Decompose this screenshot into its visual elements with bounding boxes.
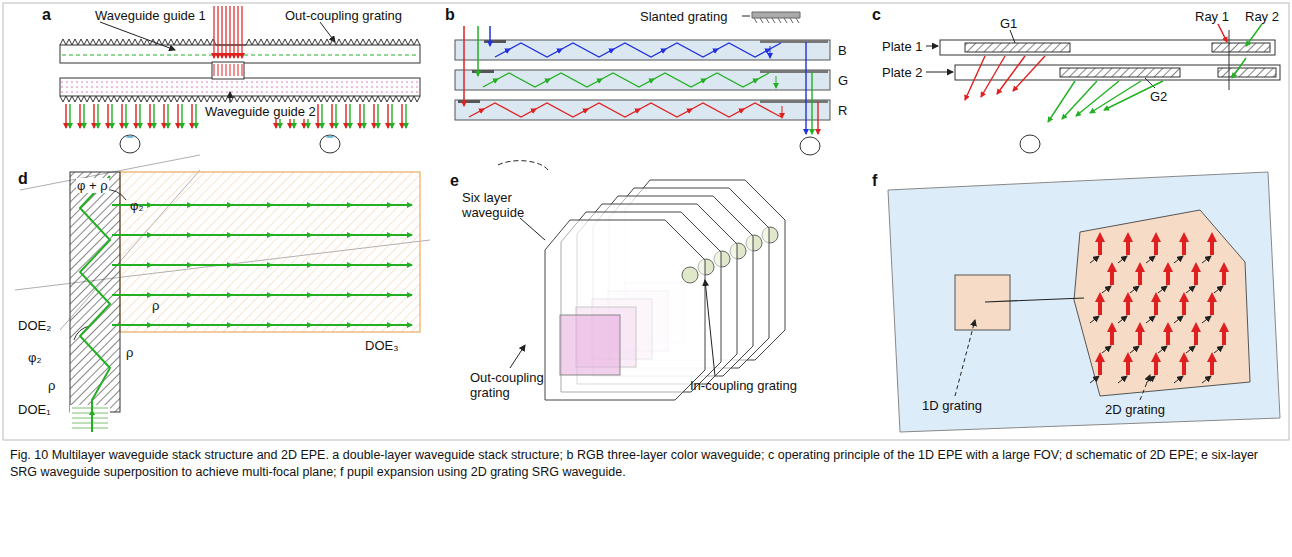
part-label: φ₂: [130, 198, 143, 213]
part-label: G1: [1000, 16, 1017, 31]
part-label: φ₂: [28, 350, 41, 365]
2d-epe-schematic: [15, 155, 430, 433]
part-label: DOE₂: [18, 318, 51, 333]
double-layer-waveguide: [60, 22, 420, 103]
part-label: Six layer waveguide: [462, 190, 542, 220]
figure-caption: Fig. 10 Multilayer waveguide stack struc…: [10, 447, 1282, 481]
part-label: ρ: [126, 345, 133, 360]
part-label: Slanted grating: [640, 9, 727, 24]
rgb-waveguide: [455, 12, 830, 155]
part-label: Waveguide guide 1: [95, 8, 206, 23]
six-layer-waveguide: [545, 180, 785, 400]
repeated-rays: [66, 6, 1224, 432]
part-label: Ray 2: [1245, 9, 1279, 24]
panel-letter: a: [42, 6, 51, 24]
panel-letter: d: [18, 170, 28, 188]
part-label: ρ: [152, 298, 159, 313]
part-label: Out-coupling grating: [470, 370, 562, 400]
e-leaders: [498, 161, 715, 376]
part-label: φ + ρ: [76, 178, 109, 193]
part-label: G2: [1150, 89, 1167, 104]
part-label: Out-coupling grating: [285, 8, 402, 23]
part-label: B: [838, 43, 847, 58]
part-label: In-coupling grating: [690, 378, 797, 393]
1d-epe: [926, 24, 1280, 153]
part-label: DOE₃: [365, 338, 398, 353]
2d-grating-waveguide: [888, 172, 1280, 432]
part-label: DOE₁: [18, 402, 51, 417]
part-label: 1D grating: [922, 398, 982, 413]
panel-letter: c: [872, 6, 881, 24]
figure-frame: [3, 3, 1289, 440]
part-label: G: [838, 73, 848, 88]
part-label: Plate 2: [882, 65, 922, 80]
part-label: Plate 1: [882, 39, 922, 54]
part-label: Ray 1: [1195, 9, 1229, 24]
part-label: ρ: [48, 378, 55, 393]
part-label: R: [838, 103, 847, 118]
part-label: 2D grating: [1105, 402, 1165, 417]
part-label: Waveguide guide 2: [204, 104, 317, 119]
panel-letter: e: [450, 172, 459, 190]
panel-letter: f: [872, 172, 877, 190]
panel-letter: b: [445, 6, 455, 24]
